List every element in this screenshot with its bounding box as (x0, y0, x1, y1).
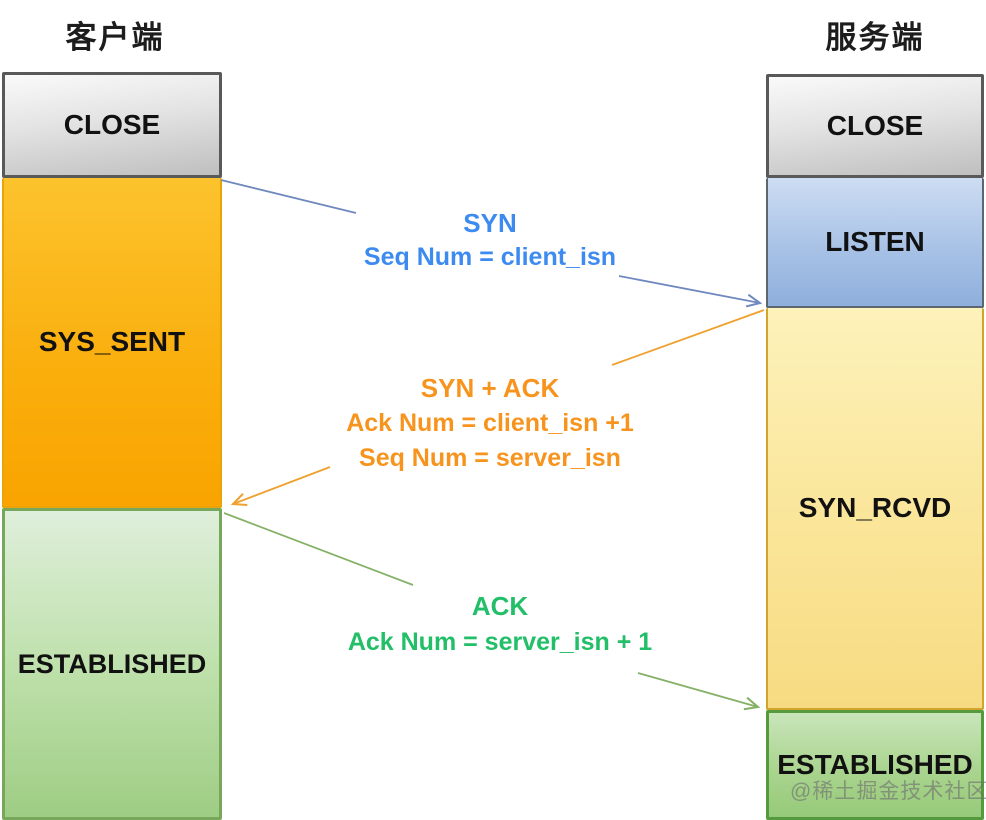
syn-ack-message-line3: Seq Num = server_isn (359, 444, 621, 472)
syn-message-line1: SYN (463, 208, 517, 238)
syn-message-line2: Seq Num = client_isn (363, 243, 617, 271)
syn-ack-message-line2: Ack Num = client_isn +1 (346, 409, 634, 437)
syn-ack-message-label: SYN + ACK Ack Num = client_isn +1 Seq Nu… (260, 371, 720, 476)
server-state-listen: LISTEN (766, 178, 984, 308)
ack-message-line1: ACK (471, 591, 529, 621)
syn-arrow-segment-2 (618, 275, 763, 308)
server-state-syn-rcvd: SYN_RCVD (766, 308, 984, 710)
ack-message-line2: Ack Num = server_isn + 1 (347, 628, 653, 656)
client-state-sys-sent: SYS_SENT (2, 178, 222, 508)
syn-message-label: SYN Seq Num = client_isn (280, 206, 700, 274)
server-state-established: ESTABLISHED (766, 710, 984, 820)
syn-ack-message-line1: SYN + ACK (420, 373, 560, 403)
syn-ack-arrow-segment-1 (611, 309, 765, 366)
client-column-title: 客户端 (65, 19, 165, 55)
ack-arrow-segment-2 (637, 672, 761, 711)
ack-message-label: ACK Ack Num = server_isn + 1 (280, 588, 720, 660)
watermark: @稀土掘金技术社区 (790, 780, 986, 803)
client-state-established: ESTABLISHED (2, 508, 222, 820)
ack-arrow-segment-1 (223, 512, 414, 586)
client-state-close: CLOSE (2, 72, 222, 178)
server-state-close: CLOSE (766, 74, 984, 178)
server-column-title: 服务端 (825, 19, 925, 55)
